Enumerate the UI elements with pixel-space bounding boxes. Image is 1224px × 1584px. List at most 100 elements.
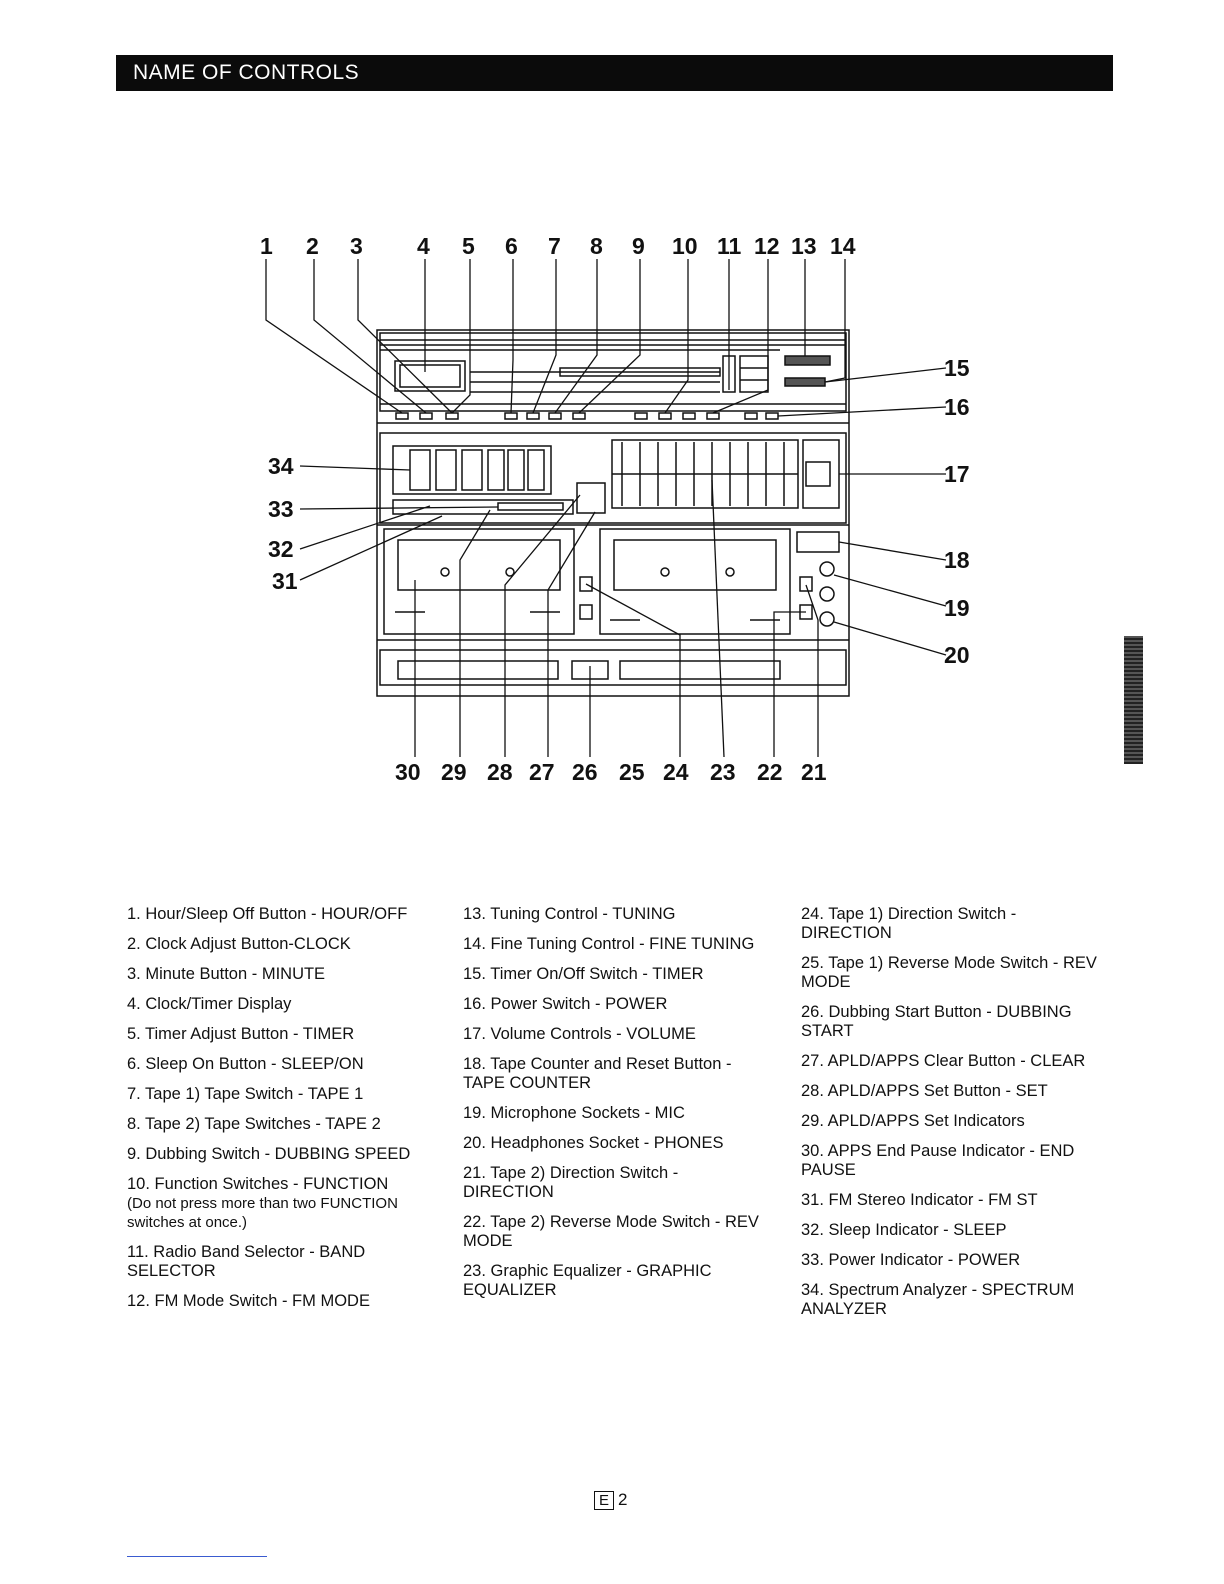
volume-controls	[802, 439, 840, 509]
control-item-6: 6. Sleep On Button - SLEEP/ON	[127, 1055, 364, 1073]
callout-30: 30	[395, 759, 421, 785]
control-item-34: 34. Spectrum Analyzer - SPECTRUM ANALYZE…	[801, 1281, 1075, 1318]
control-item-10: 10. Function Switches - FUNCTION (Do not…	[127, 1175, 432, 1232]
callout-34: 34	[268, 453, 294, 479]
control-item-1: 1. Hour/Sleep Off Button - HOUR/OFF	[127, 905, 408, 923]
top-callout-numbers: 1 2 3 4 5 6 7 8 9 10 11 12 13 14	[260, 233, 856, 259]
callout-32: 32	[268, 536, 294, 562]
right-callout-numbers: 15 16 17 18 19 20	[944, 355, 970, 668]
mic-socket-1	[819, 561, 835, 577]
stereo-front-panel-diagram: 1 2 3 4 5 6 7 8 9 10 11 12 13 14 15 16 1…	[260, 233, 970, 785]
control-item-28: 28. APLD/APPS Set Button - SET	[801, 1082, 1048, 1100]
control-item-7: 7. Tape 1) Tape Switch - TAPE 1	[127, 1085, 364, 1103]
control-item-5: 5. Timer Adjust Button - TIMER	[127, 1025, 355, 1043]
control-item-3: 3. Minute Button - MINUTE	[127, 965, 326, 983]
control-item-31: 31. FM Stereo Indicator - FM ST	[801, 1191, 1038, 1209]
clear-set-buttons	[576, 482, 606, 514]
control-item-13: 13. Tuning Control - TUNING	[463, 905, 676, 923]
control-item-14: 14. Fine Tuning Control - FINE TUNING	[463, 935, 755, 953]
graphic-equalizer	[611, 439, 799, 509]
callout-16: 16	[944, 394, 970, 420]
control-item-27: 27. APLD/APPS Clear Button - CLEAR	[801, 1052, 1086, 1070]
callout-10: 10	[672, 233, 698, 259]
callout-18: 18	[944, 547, 970, 573]
callout-33: 33	[268, 496, 294, 522]
control-item-4: 4. Clock/Timer Display	[127, 995, 292, 1013]
callout-1: 1	[260, 233, 273, 259]
tuning-scale	[559, 367, 721, 377]
control-item-30: 30. APPS End Pause Indicator - END PAUSE	[801, 1142, 1075, 1179]
control-item-12: 12. FM Mode Switch - FM MODE	[127, 1292, 370, 1310]
callout-19: 19	[944, 595, 970, 621]
control-item-32: 32. Sleep Indicator - SLEEP	[801, 1221, 1007, 1239]
tape-deck-2	[599, 528, 791, 635]
chassis-outline	[376, 329, 850, 697]
tape-deck-1	[383, 528, 575, 635]
stereo-unit-drawing	[376, 329, 850, 697]
callout-leader-lines	[265, 259, 947, 758]
callout-26: 26	[572, 759, 598, 785]
callout-15: 15	[944, 355, 970, 381]
callout-20: 20	[944, 642, 970, 668]
controls-list-column-1: 1. Hour/Sleep Off Button - HOUR/OFF 2. C…	[127, 905, 432, 1322]
callout-23: 23	[710, 759, 736, 785]
callout-29: 29	[441, 759, 467, 785]
control-item-8: 8. Tape 2) Tape Switches - TAPE 2	[127, 1115, 381, 1133]
control-item-18: 18. Tape Counter and Reset Button - TAPE…	[463, 1055, 732, 1092]
control-item-19: 19. Microphone Sockets - MIC	[463, 1104, 685, 1122]
bottom-callout-numbers: 30 29 28 27 26 25 24 23 22 21	[395, 759, 827, 785]
callout-2: 2	[306, 233, 319, 259]
phones-socket	[819, 611, 835, 627]
callout-3: 3	[350, 233, 363, 259]
callout-12: 12	[754, 233, 780, 259]
control-item-17: 17. Volume Controls - VOLUME	[463, 1025, 696, 1043]
control-item-15: 15. Timer On/Off Switch - TIMER	[463, 965, 704, 983]
callout-27: 27	[529, 759, 555, 785]
tuner-section	[379, 332, 847, 412]
page-number-value: 2	[618, 1490, 628, 1509]
callout-21: 21	[801, 759, 827, 785]
fine-tuning-control	[784, 377, 826, 387]
callout-4: 4	[417, 233, 430, 259]
callout-14: 14	[830, 233, 856, 259]
control-item-26: 26. Dubbing Start Button - DUBBING START	[801, 1003, 1072, 1040]
control-item-2: 2. Clock Adjust Button-CLOCK	[127, 935, 351, 953]
bottom-panel	[379, 649, 847, 686]
control-item-16: 16. Power Switch - POWER	[463, 995, 668, 1013]
callout-31: 31	[272, 568, 298, 594]
footer-rule	[127, 1556, 267, 1557]
tape-counter	[796, 531, 840, 553]
section-title-bar: NAME OF CONTROLS	[116, 55, 1113, 91]
control-item-21: 21. Tape 2) Direction Switch - DIRECTION	[463, 1164, 679, 1201]
page-language-box: E	[594, 1491, 615, 1510]
control-item-22: 22. Tape 2) Reverse Mode Switch - REV MO…	[463, 1213, 759, 1250]
control-item-9: 9. Dubbing Switch - DUBBING SPEED	[127, 1145, 411, 1163]
control-item-33: 33. Power Indicator - POWER	[801, 1251, 1021, 1269]
control-item-23: 23. Graphic Equalizer - GRAPHIC EQUALIZE…	[463, 1262, 712, 1299]
section-title: NAME OF CONTROLS	[133, 61, 360, 84]
callout-13: 13	[791, 233, 817, 259]
callout-28: 28	[487, 759, 513, 785]
control-item-10-label: 10. Function Switches - FUNCTION	[127, 1175, 389, 1193]
side-thumb-tab	[1124, 636, 1143, 764]
callout-5: 5	[462, 233, 475, 259]
callout-8: 8	[590, 233, 603, 259]
amplifier-section	[379, 432, 847, 524]
control-item-20: 20. Headphones Socket - PHONES	[463, 1134, 724, 1152]
left-callout-numbers: 34 33 32 31	[268, 453, 298, 594]
controls-list-column-2: 13. Tuning Control - TUNING 14. Fine Tun…	[463, 905, 768, 1311]
callout-24: 24	[663, 759, 689, 785]
callout-25: 25	[619, 759, 645, 785]
control-item-25: 25. Tape 1) Reverse Mode Switch - REV MO…	[801, 954, 1097, 991]
callout-7: 7	[548, 233, 561, 259]
callout-9: 9	[632, 233, 645, 259]
control-item-24: 24. Tape 1) Direction Switch - DIRECTION	[801, 905, 1017, 942]
callout-6: 6	[505, 233, 518, 259]
function-note: (Do not press more than two FUNCTION swi…	[127, 1195, 398, 1231]
callout-22: 22	[757, 759, 783, 785]
control-item-29: 29. APLD/APPS Set Indicators	[801, 1112, 1025, 1130]
tuner-buttons	[395, 412, 779, 420]
controls-list-column-3: 24. Tape 1) Direction Switch - DIRECTION…	[801, 905, 1109, 1330]
mic-socket-2	[819, 586, 835, 602]
